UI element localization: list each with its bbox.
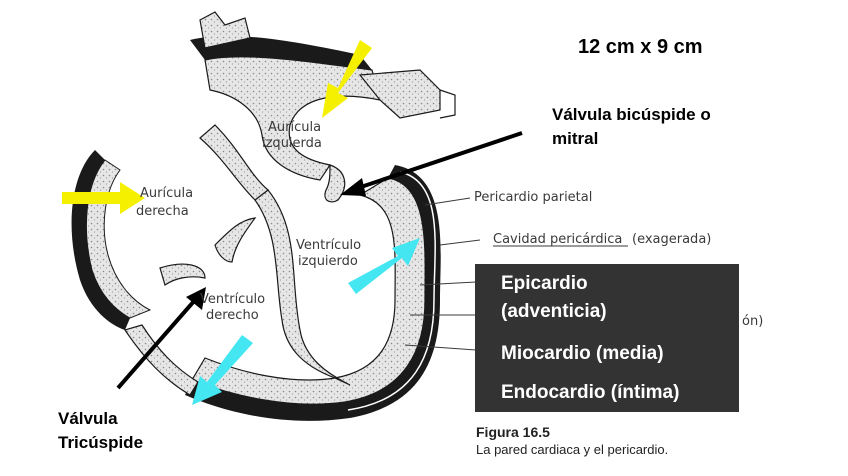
figure-caption: La pared cardiaca y el pericardio. — [476, 442, 669, 457]
label-ventriculo-izquierdo-1: Ventrículo — [296, 238, 362, 253]
label-ventriculo-derecho-1: Ventrículo — [200, 292, 266, 307]
figure-number: Figura 16.5 — [476, 424, 550, 440]
tricuspid-valve-leaflet-1 — [159, 263, 206, 286]
callout-valvula-tricuspide-2: Tricúspide — [58, 433, 144, 452]
label-auricula-derecha-2: derecha — [136, 204, 189, 219]
label-exagerada: (exagerada) — [632, 232, 712, 247]
callout-valvula-tricuspide-1: Válvula — [58, 409, 118, 428]
interventricular-septum — [254, 189, 351, 386]
atrial-septum — [199, 124, 269, 201]
label-leader-lines — [404, 197, 481, 351]
label-ventriculo-izquierdo-2: izquierdo — [298, 254, 358, 269]
black-arrow-tricuspid — [116, 287, 206, 390]
legend-epicardio-1: Epicardio — [501, 273, 588, 294]
label-auricula-derecha-1: Aurícula — [140, 186, 194, 201]
callout-valvula-bicuspide-2: mitral — [552, 129, 599, 148]
legend-miocardio: Miocardio (media) — [501, 343, 664, 364]
pulmonary-veins — [358, 69, 441, 119]
pericardial-cavity-line — [347, 171, 436, 411]
label-pericardio-parietal: Pericardio parietal — [474, 190, 593, 205]
label-ventriculo-derecho-2: derecho — [206, 308, 259, 323]
pulmonary-vein-right — [439, 89, 456, 119]
cyan-arrow-pericardium — [348, 238, 420, 294]
wall-layers-legend: Epicardio (adventicia) Miocardio (media)… — [475, 264, 739, 412]
mitral-valve-leaflet — [324, 164, 346, 203]
label-partial-hidden: ón) — [742, 314, 764, 329]
legend-epicardio-2: (adventicia) — [501, 301, 607, 322]
label-auricula-izquierda-2: izquierda — [262, 136, 322, 151]
tricuspid-valve-leaflet-2 — [214, 217, 257, 263]
legend-endocardio: Endocardio (íntima) — [501, 382, 680, 403]
callout-valvula-bicuspide-1: Válvula bicúspide o — [552, 105, 711, 124]
black-arrow-mitral — [340, 131, 523, 196]
left-atrium-wall — [190, 35, 372, 70]
dimensions-note: 12 cm x 9 cm — [578, 36, 703, 58]
cyan-arrow-ventricle — [192, 335, 253, 405]
label-cavidad-pericardica: Cavidad pericárdica — [493, 232, 623, 247]
label-auricula-izquierda-1: Aurícula — [268, 120, 322, 135]
yellow-arrow-left-atrium — [322, 40, 372, 118]
great-vessels — [199, 11, 251, 49]
yellow-arrow-right-atrium — [62, 182, 145, 214]
